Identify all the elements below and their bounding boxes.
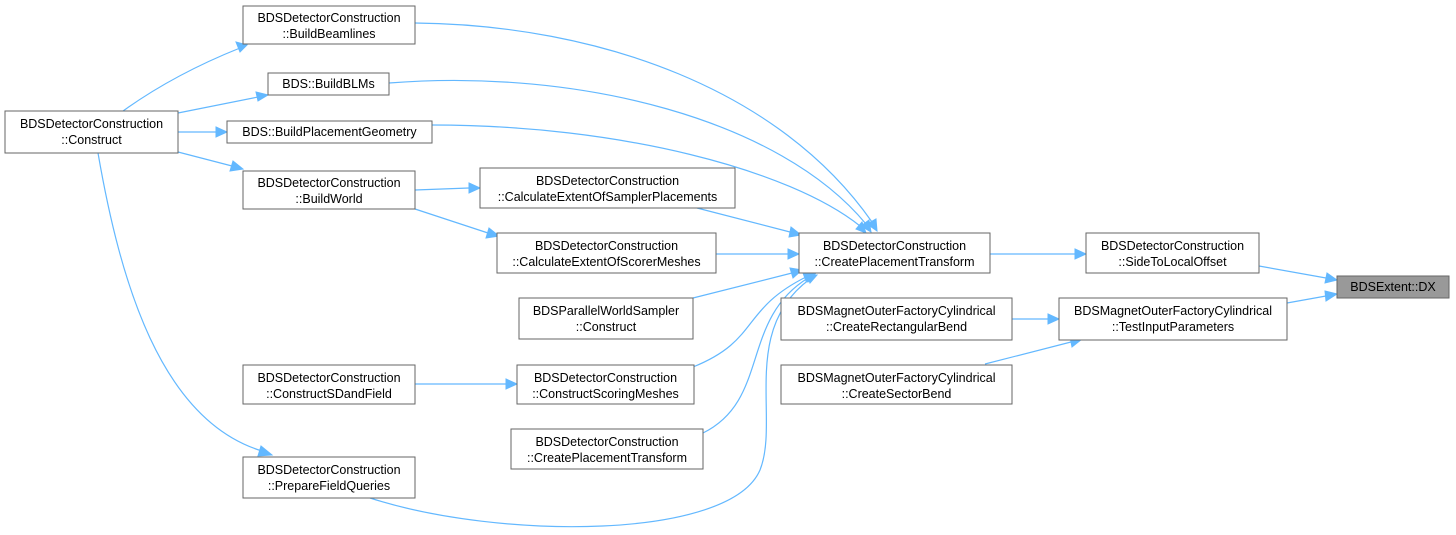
edge-construct-to-build-placement-geometry: [178, 126, 229, 138]
svg-text:BDSMagnetOuterFactoryCylindric: BDSMagnetOuterFactoryCylindrical: [1074, 304, 1272, 318]
svg-text:BDSExtent::DX: BDSExtent::DX: [1350, 280, 1436, 294]
edge-construct-to-prepare-field-queries: [97, 152, 274, 457]
svg-text:BDSDetectorConstruction: BDSDetectorConstruction: [535, 239, 678, 253]
node-build-world[interactable]: BDSDetectorConstruction ::BuildWorld: [242, 170, 416, 210]
svg-text:::PrepareFieldQueries: ::PrepareFieldQueries: [268, 479, 390, 493]
svg-text:::CreateRectangularBend: ::CreateRectangularBend: [826, 320, 967, 334]
svg-text:BDSDetectorConstruction: BDSDetectorConstruction: [257, 176, 400, 190]
edge-construct-to-build-world: [177, 151, 245, 172]
node-calc-extent-scorer[interactable]: BDSDetectorConstruction ::CalculateExten…: [496, 232, 717, 274]
node-construct-sd-and-field[interactable]: BDSDetectorConstruction ::ConstructSDand…: [242, 364, 416, 405]
node-test-input-parameters[interactable]: BDSMagnetOuterFactoryCylindrical ::TestI…: [1058, 297, 1288, 341]
edge-build-placement-geometry-to-create-placement-transform: [431, 124, 867, 234]
svg-text:BDS::BuildBLMs: BDS::BuildBLMs: [282, 77, 374, 91]
svg-text:::TestInputParameters: ::TestInputParameters: [1112, 320, 1234, 334]
node-construct-scoring-meshes[interactable]: BDSDetectorConstruction ::ConstructScori…: [516, 364, 695, 405]
svg-text:::ConstructSDandField: ::ConstructSDandField: [266, 387, 392, 401]
edge-create-rectangular-bend-to-test-input-parameters: [1012, 313, 1061, 325]
edge-create-placement-transform-to-side-to-local-offset: [990, 248, 1088, 260]
edge-build-world-to-calc-extent-sampler: [414, 182, 482, 194]
node-construct[interactable]: BDSDetectorConstruction ::Construct: [4, 110, 179, 154]
node-create-placement-transform-left[interactable]: BDSDetectorConstruction ::CreatePlacemen…: [510, 428, 704, 470]
node-prepare-field-queries[interactable]: BDSDetectorConstruction ::PrepareFieldQu…: [242, 456, 416, 499]
node-build-blms[interactable]: BDS::BuildBLMs: [267, 72, 390, 96]
svg-text:BDSMagnetOuterFactoryCylindric: BDSMagnetOuterFactoryCylindrical: [798, 371, 996, 385]
edge-construct-sd-and-field-to-construct-scoring-meshes: [415, 378, 519, 390]
svg-text:BDSDetectorConstruction: BDSDetectorConstruction: [823, 239, 966, 253]
edge-prepare-field-queries-to-create-placement-transform: [369, 274, 819, 528]
edge-build-world-to-calc-extent-scorer: [414, 208, 501, 239]
svg-text:BDSDetectorConstruction: BDSDetectorConstruction: [534, 371, 677, 385]
node-build-placement-geometry[interactable]: BDS::BuildPlacementGeometry: [226, 120, 433, 144]
svg-text:::CreatePlacementTransform: ::CreatePlacementTransform: [527, 451, 687, 465]
node-build-beamlines[interactable]: BDSDetectorConstruction ::BuildBeamlines: [242, 5, 416, 45]
svg-text:::CreateSectorBend: ::CreateSectorBend: [842, 387, 952, 401]
node-create-rectangular-bend[interactable]: BDSMagnetOuterFactoryCylindrical ::Creat…: [780, 297, 1013, 341]
svg-text:BDSDetectorConstruction: BDSDetectorConstruction: [257, 11, 400, 25]
svg-text:BDSDetectorConstruction: BDSDetectorConstruction: [1101, 239, 1244, 253]
svg-text:::Construct: ::Construct: [576, 320, 637, 334]
node-calc-extent-sampler[interactable]: BDSDetectorConstruction ::CalculateExten…: [479, 167, 736, 209]
edge-build-beamlines-to-create-placement-transform: [414, 22, 878, 233]
svg-text:::BuildBeamlines: ::BuildBeamlines: [282, 27, 375, 41]
edge-construct-to-build-beamlines: [122, 41, 248, 112]
node-side-to-local-offset[interactable]: BDSDetectorConstruction ::SideToLocalOff…: [1085, 232, 1260, 274]
edge-side-to-local-offset-to-extent-dx: [1258, 265, 1339, 284]
svg-text:BDSDetectorConstruction: BDSDetectorConstruction: [20, 117, 163, 131]
svg-text:::CalculateExtentOfSamplerPlac: ::CalculateExtentOfSamplerPlacements: [498, 190, 718, 204]
node-create-placement-transform[interactable]: BDSDetectorConstruction ::CreatePlacemen…: [798, 232, 991, 274]
edge-create-sector-bend-to-test-input-parameters: [984, 336, 1084, 365]
svg-text:::CalculateExtentOfScorerMeshe: ::CalculateExtentOfScorerMeshes: [512, 255, 700, 269]
edge-build-blms-to-create-placement-transform: [388, 79, 872, 233]
edge-calc-extent-sampler-to-create-placement-transform: [696, 207, 803, 238]
node-create-sector-bend[interactable]: BDSMagnetOuterFactoryCylindrical ::Creat…: [780, 364, 1013, 405]
node-extent-dx[interactable]: BDSExtent::DX: [1336, 275, 1450, 299]
svg-text:BDS::BuildPlacementGeometry: BDS::BuildPlacementGeometry: [242, 125, 417, 139]
svg-text:::Construct: ::Construct: [61, 133, 122, 147]
svg-text:::BuildWorld: ::BuildWorld: [295, 192, 362, 206]
edge-calc-extent-scorer-to-create-placement-transform: [716, 248, 801, 260]
svg-text:::ConstructScoringMeshes: ::ConstructScoringMeshes: [532, 387, 679, 401]
svg-text:BDSDetectorConstruction: BDSDetectorConstruction: [257, 371, 400, 385]
svg-text:::CreatePlacementTransform: ::CreatePlacementTransform: [814, 255, 974, 269]
node-parallel-world-sampler-construct[interactable]: BDSParallelWorldSampler ::Construct: [518, 297, 694, 340]
svg-text:BDSDetectorConstruction: BDSDetectorConstruction: [536, 174, 679, 188]
svg-text:BDSParallelWorldSampler: BDSParallelWorldSampler: [533, 304, 679, 318]
svg-text:BDSMagnetOuterFactoryCylindric: BDSMagnetOuterFactoryCylindrical: [798, 304, 996, 318]
svg-text:BDSDetectorConstruction: BDSDetectorConstruction: [535, 435, 678, 449]
edge-construct-to-build-blms: [177, 91, 270, 114]
svg-text:BDSDetectorConstruction: BDSDetectorConstruction: [257, 463, 400, 477]
svg-text:::SideToLocalOffset: ::SideToLocalOffset: [1118, 255, 1227, 269]
edge-test-input-parameters-to-extent-dx: [1286, 290, 1339, 304]
